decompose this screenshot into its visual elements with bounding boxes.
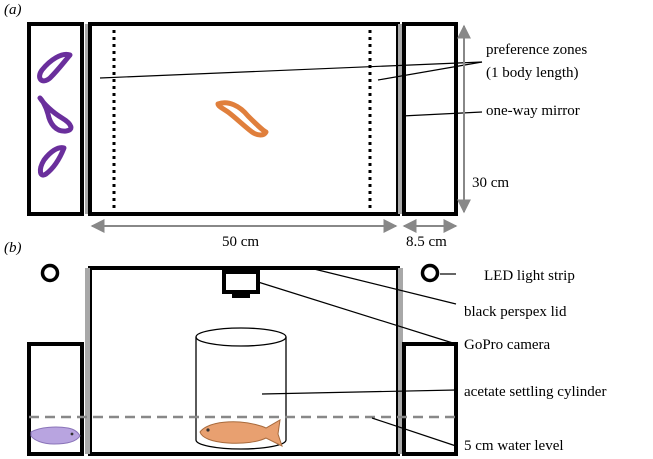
left-stimulus-compartment — [27, 22, 84, 216]
gopro-camera-label: GoPro camera — [464, 337, 551, 353]
one-way-mirror-label: one-way mirror — [486, 103, 580, 119]
led-light-strip-left — [40, 263, 60, 283]
preference-zones-label: preference zones — [486, 42, 587, 58]
black-perspex-lid-label: black perspex lid — [464, 304, 567, 320]
main-tank-top — [88, 22, 400, 216]
width-50cm-label: 50 cm — [222, 234, 259, 250]
lid-leader — [309, 267, 457, 305]
preference-zone-leader-left — [99, 61, 483, 79]
right-one-way-mirror — [398, 24, 403, 214]
preference-zones-sublabel: (1 body length) — [486, 65, 578, 81]
stimulus-fish-3 — [37, 145, 67, 178]
water-level-leader — [371, 417, 457, 447]
right-stimulus-compartment — [402, 22, 458, 216]
left-one-way-mirror — [85, 24, 90, 214]
width-8-5cm-label: 8.5 cm — [406, 234, 447, 250]
focal-fish-top — [215, 100, 269, 138]
height-30cm-label: 30 cm — [472, 175, 509, 191]
stimulus-fish-1 — [37, 51, 73, 84]
right-compartment-side — [402, 342, 458, 456]
water-level-label: 5 cm water level — [464, 438, 564, 454]
stimulus-fish-2 — [37, 95, 74, 134]
led-light-strip-label: LED light strip — [484, 268, 575, 284]
left-compartment-side — [27, 342, 84, 456]
gopro-camera-icon — [222, 270, 260, 294]
led-light-strip-right — [420, 263, 440, 283]
cylinder-leader — [261, 389, 457, 395]
panel-b-label: (b) — [4, 240, 22, 256]
stimulus-fish-side — [30, 426, 81, 445]
camera-leader — [257, 281, 457, 345]
panel-a-label: (a) — [4, 2, 22, 18]
right-mirror-side — [398, 268, 403, 454]
stimulus-fish-group — [37, 51, 74, 178]
one-way-mirror-leader — [401, 111, 483, 117]
focal-fish-side — [199, 419, 283, 447]
left-mirror-side — [85, 268, 90, 454]
acetate-settling-cylinder-label: acetate settling cylinder — [464, 384, 606, 400]
